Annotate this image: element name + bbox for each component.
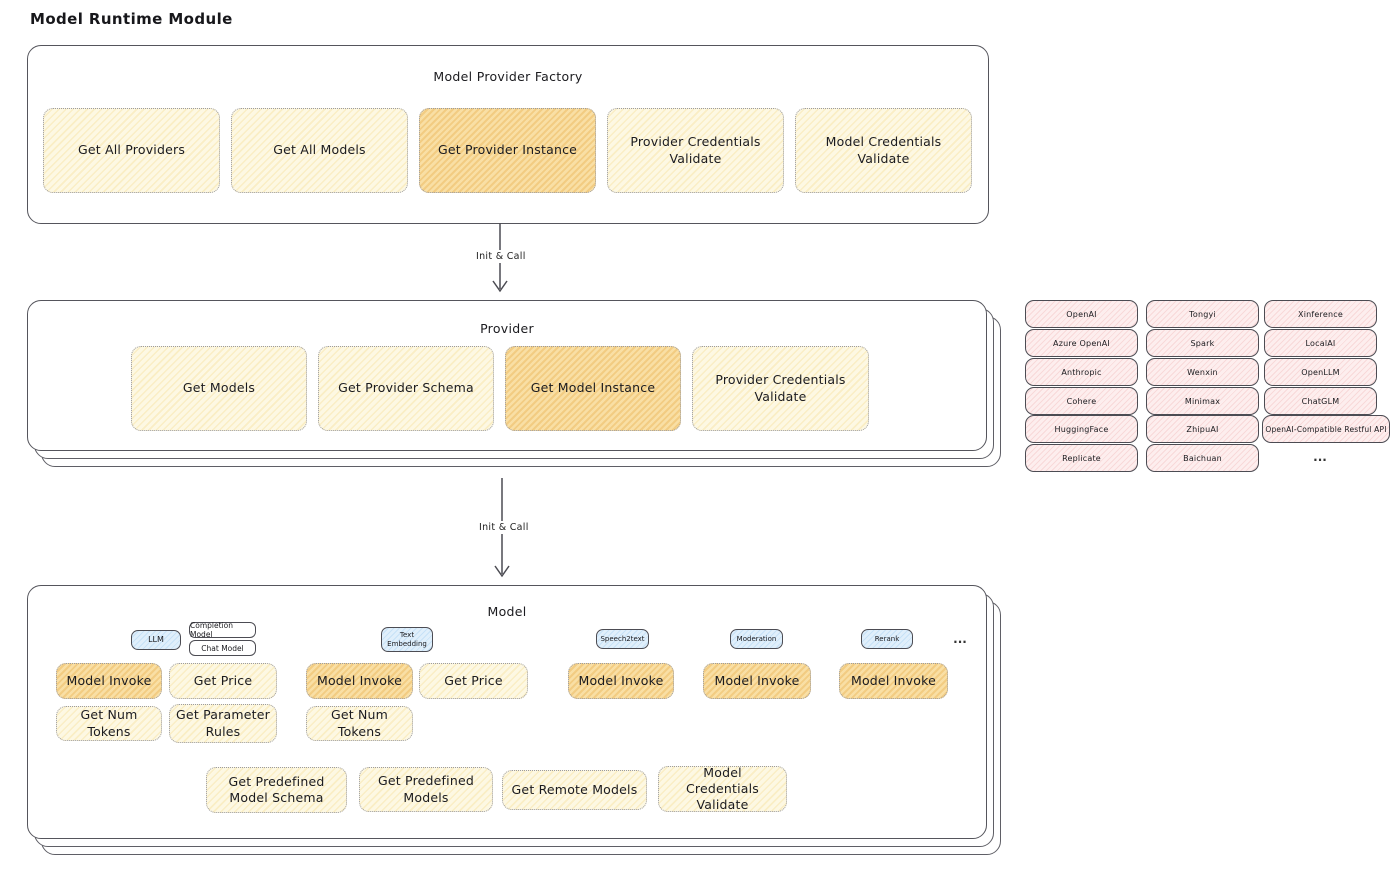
provider-pill-anthropic: Anthropic: [1025, 358, 1138, 386]
badge-text-embedding: Text Embedding: [381, 627, 433, 652]
model-provider-factory-box: Model Provider Factory Get All Providers…: [27, 45, 989, 224]
btn-llm-get-num-tokens: Get Num Tokens: [56, 706, 162, 741]
provider-pill-azure-openai: Azure OpenAI: [1025, 329, 1138, 357]
provider-title: Provider: [480, 321, 534, 336]
page-title: Model Runtime Module: [30, 10, 233, 28]
btn-rerank-model-invoke: Model Invoke: [839, 663, 948, 699]
provider-pill-localai: LocalAI: [1264, 329, 1377, 357]
btn-provider-credentials-validate-factory: Provider Credentials Validate: [607, 108, 784, 193]
provider-pill-wenxin: Wenxin: [1146, 358, 1259, 386]
badge-llm: LLM: [131, 630, 181, 650]
provider-pill-minimax: Minimax: [1146, 387, 1259, 415]
factory-title: Model Provider Factory: [433, 69, 583, 84]
provider-pill-openllm: OpenLLM: [1264, 358, 1377, 386]
provider-pill-openai-compatible-restful-api: OpenAI-Compatible Restful API: [1262, 415, 1390, 443]
tag-chat-model: Chat Model: [189, 640, 256, 656]
badge-moderation: Moderation: [730, 629, 783, 649]
provider-pill-spark: Spark: [1146, 329, 1259, 357]
provider-pill-huggingface: HuggingFace: [1025, 415, 1138, 443]
btn-llm-get-parameter-rules: Get Parameter Rules: [169, 704, 277, 743]
provider-pill-zhipuai: ZhipuAI: [1146, 415, 1259, 443]
provider-box: Provider Get Models Get Provider Schema …: [27, 300, 987, 451]
btn-moderation-model-invoke: Model Invoke: [703, 663, 811, 699]
btn-get-all-models: Get All Models: [231, 108, 408, 193]
badge-speech2text: Speech2text: [596, 629, 649, 649]
btn-get-provider-instance: Get Provider Instance: [419, 108, 596, 193]
provider-pill-xinference: Xinference: [1264, 300, 1377, 328]
model-types-ellipsis: ...: [953, 632, 967, 646]
tag-completion-model: Completion Model: [189, 621, 256, 639]
btn-get-predefined-model-schema: Get Predefined Model Schema: [206, 767, 347, 813]
arrow-init-call-1-label: Init & Call: [472, 250, 530, 263]
btn-text-embedding-model-invoke: Model Invoke: [306, 663, 413, 699]
model-box: Model LLM Completion Model Chat Model Te…: [27, 585, 987, 839]
btn-speech2text-model-invoke: Model Invoke: [568, 663, 674, 699]
provider-pill-openai: OpenAI: [1025, 300, 1138, 328]
btn-llm-get-price: Get Price: [169, 663, 277, 699]
btn-text-embedding-get-price: Get Price: [419, 663, 528, 699]
btn-llm-model-invoke: Model Invoke: [56, 663, 162, 699]
btn-get-provider-schema: Get Provider Schema: [318, 346, 494, 431]
provider-pill-replicate: Replicate: [1025, 444, 1138, 472]
provider-pill-baichuan: Baichuan: [1146, 444, 1259, 472]
btn-model-credentials-validate: Model Credentials Validate: [658, 765, 787, 812]
arrow-init-call-2-label: Init & Call: [475, 521, 533, 534]
btn-get-remote-models: Get Remote Models: [502, 770, 647, 810]
model-title: Model: [487, 604, 527, 619]
btn-get-models: Get Models: [131, 346, 307, 431]
provider-pill-tongyi: Tongyi: [1146, 300, 1259, 328]
provider-list-ellipsis: ...: [1313, 450, 1327, 464]
provider-pill-cohere: Cohere: [1025, 387, 1138, 415]
btn-get-predefined-models: Get Predefined Models: [359, 767, 493, 812]
btn-get-model-instance: Get Model Instance: [505, 346, 681, 431]
btn-provider-credentials-validate: Provider Credentials Validate: [692, 346, 869, 431]
badge-rerank: Rerank: [861, 629, 913, 649]
btn-get-all-providers: Get All Providers: [43, 108, 220, 193]
btn-model-credentials-validate-factory: Model Credentials Validate: [795, 108, 972, 193]
provider-pill-chatglm: ChatGLM: [1264, 387, 1377, 415]
btn-text-embedding-get-num-tokens: Get Num Tokens: [306, 706, 413, 741]
